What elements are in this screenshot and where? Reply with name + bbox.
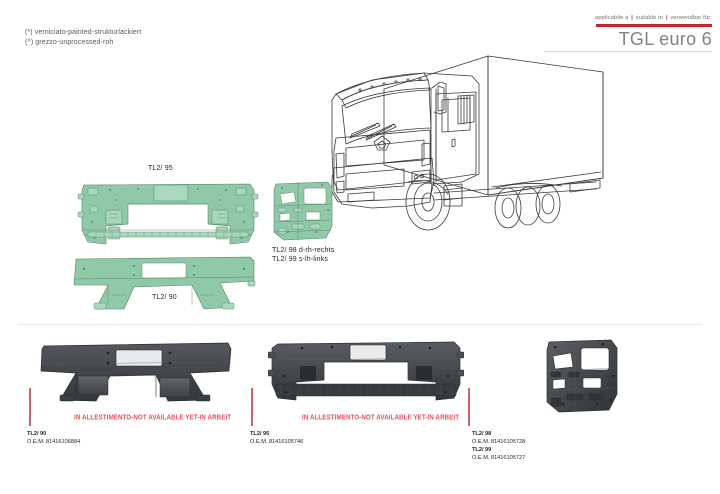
label-tl2-98-diagram: TL2/ 98 d-rh-rechts: [272, 247, 335, 254]
photo-bumper-lower-spoiler: [40, 340, 232, 402]
part-code-tl2-95: TL2/ 95: [250, 431, 270, 437]
label-tl2-90-diagram: TL2/ 90: [152, 294, 177, 301]
applicability-separator-2: |: [665, 15, 668, 21]
legend-line-painted: (*) verniciato-painted-strukturlackiert: [25, 29, 142, 36]
notice-column-1: IN ALLESTIMENTO-NOT AVAILABLE YET-IN ARB…: [74, 413, 232, 422]
label-tl2-95-diagram: TL2/ 95: [148, 165, 173, 172]
header-accent-bar: [596, 24, 712, 27]
part-headlight-bracket: [272, 180, 334, 242]
part-bumper-lower-spoiler: [72, 255, 256, 311]
page-header: applicabile a | suitable to | verwendbar…: [544, 14, 712, 52]
oem-block-column-3: TL2/ 98 O.E.M. 81416105728 TL2/ 99 O.E.M…: [472, 430, 525, 462]
photo-front-panel-upper: [268, 340, 464, 402]
truck-illustration: [312, 32, 607, 262]
part-code-tl2-98: TL2/ 98: [472, 431, 492, 437]
page-title: TGL euro 6: [618, 29, 712, 49]
notice-column-2: IN ALLESTIMENTO-NOT AVAILABLE YET-IN ARB…: [302, 413, 460, 422]
part-code-tl2-99: TL2/ 99: [472, 447, 492, 453]
label-tl2-99-diagram: TL2/ 99 s-lh-links: [272, 256, 328, 263]
legend-line-unprocessed: (^) grezzo-unprocessed-roh: [25, 39, 114, 46]
applicability-separator-1: |: [631, 15, 633, 21]
oem-number-tl2-99: O.E.M. 81416105727: [472, 455, 526, 461]
oem-number-tl2-95: O.E.M. 81416105746: [250, 439, 304, 445]
applicability-en: suitable to: [635, 15, 664, 21]
part-code-tl2-90: TL2/ 90: [27, 431, 47, 437]
oem-number-tl2-90: O.E.M. 81416106884: [27, 439, 81, 445]
part-front-panel-upper: [77, 180, 259, 248]
oem-number-tl2-98: O.E.M. 81416105728: [472, 439, 526, 445]
accent-tick-column-1: [29, 388, 31, 426]
accent-tick-column-3: [468, 388, 470, 426]
applicability-line: applicabile a | suitable to | verwendbar…: [544, 14, 712, 22]
oem-block-column-1: TL2/ 90 O.E.M. 81416106884: [27, 430, 80, 446]
header-underline: [544, 51, 712, 52]
oem-block-column-2: TL2/ 95 O.E.M. 81416105746: [250, 430, 303, 446]
legend: (*) verniciato-painted-strukturlackiert …: [25, 28, 141, 48]
applicability-it: applicabile a: [595, 15, 629, 21]
applicability-de: verwendbar für:: [670, 15, 712, 21]
photo-headlight-bracket: [543, 338, 619, 414]
section-divider: [18, 324, 702, 325]
accent-tick-column-2: [251, 388, 253, 426]
